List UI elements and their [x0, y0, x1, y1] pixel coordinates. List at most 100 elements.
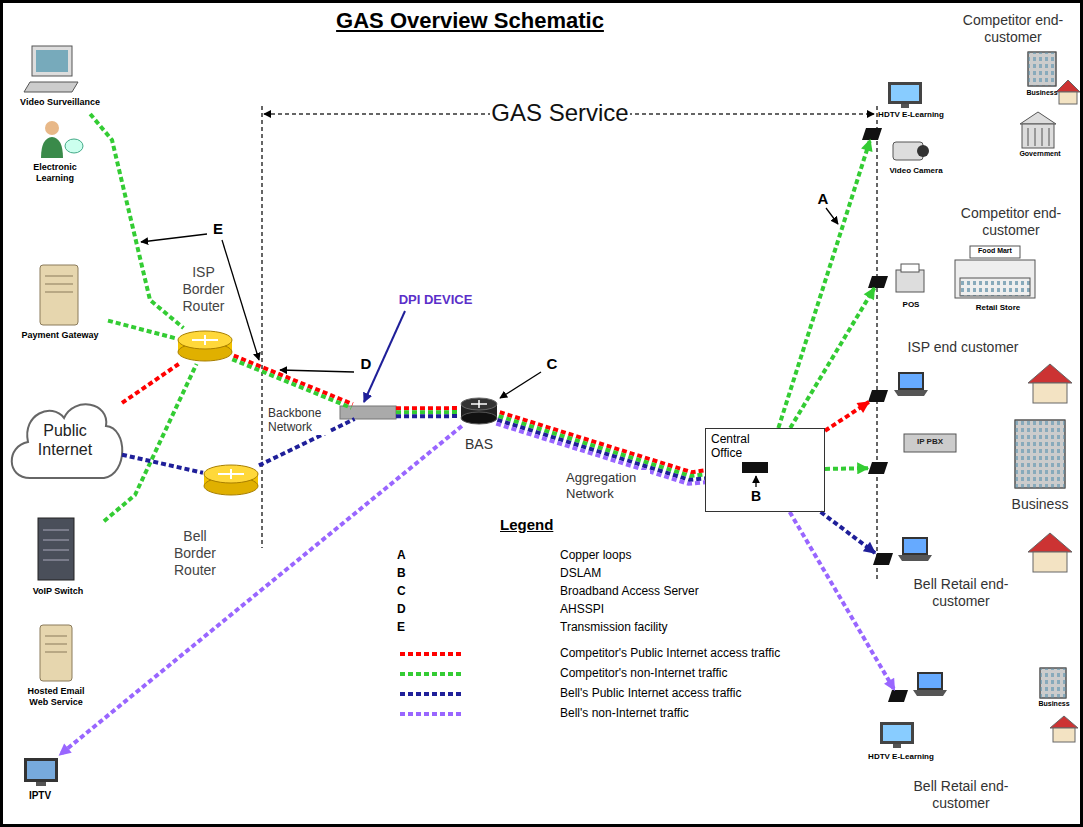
building-icon [1028, 128, 1049, 146]
legend-text: AHSSPI [560, 602, 800, 616]
node-label: VoIP Switch [12, 586, 104, 597]
laptop-icon [894, 390, 928, 396]
gas-service-bracket [261, 106, 263, 548]
callout-leader [500, 372, 541, 398]
central-office-box: Central Office [705, 428, 825, 512]
bas-router [471, 400, 487, 408]
laptop-icon [898, 372, 924, 390]
node-label: Government [1008, 150, 1072, 158]
hosted-email-box: Hosted Email Web Service [10, 622, 102, 718]
node-label: Bell Retail end-customer [905, 576, 1017, 610]
laptop-icon [902, 537, 928, 555]
house-icon [1053, 728, 1075, 742]
legend-key: E [397, 620, 413, 634]
network-label: Backbone Network [268, 406, 330, 435]
monitor-icon [891, 85, 919, 101]
legend-text: Transmission facility [560, 620, 800, 634]
retail-store [970, 246, 1020, 258]
laptop-icon [894, 372, 947, 696]
computer-icon [24, 46, 78, 92]
building-icon [1020, 112, 1056, 124]
monitor-icon [888, 82, 922, 104]
traffic-line [234, 356, 353, 405]
traffic-connector [122, 455, 203, 473]
monitor-icon [880, 722, 914, 744]
legend-swatch [400, 692, 462, 696]
computer-icon [36, 50, 68, 72]
legend-text: Bell's Public Internet access traffic [560, 686, 860, 700]
gas-service-bracket [262, 106, 877, 580]
legend-key: C [397, 584, 413, 598]
callout-letter: C [544, 355, 560, 373]
business-customer-box: IP PBXBusiness [868, 462, 888, 474]
traffic-connector [60, 426, 462, 755]
node-label: Business [1016, 89, 1068, 97]
house-icon [1056, 80, 1080, 92]
traffic-line [825, 402, 869, 431]
node-label: IPTV [14, 790, 66, 802]
iptv-box: IPTV [14, 755, 66, 787]
node-label: Video Camera [884, 166, 948, 176]
traffic-line [108, 321, 177, 339]
callout-letter: D [358, 355, 374, 373]
node-label: Competitor end-customer [952, 12, 1074, 46]
router-icon [218, 469, 244, 479]
pos-terminal [896, 264, 924, 292]
callout-letter: B [748, 488, 764, 505]
traffic-connector [122, 364, 179, 403]
legend-swatch [400, 652, 462, 656]
traffic-line [396, 410, 460, 414]
region-label: GAS Service [490, 99, 630, 128]
bas-router-box: BAS [460, 398, 498, 426]
traffic-connector [90, 114, 183, 328]
legend-heading: Legend [500, 516, 570, 534]
traffic-connector [821, 512, 875, 553]
building-icon [1040, 668, 1066, 698]
house-icon [1028, 364, 1072, 383]
traffic-line [821, 512, 875, 553]
dslam [742, 462, 768, 473]
retail-store [960, 278, 1030, 296]
legend-text: Competitor's non-Internet traffic [560, 666, 860, 680]
house-icon [1050, 716, 1078, 728]
node-label: Payment Gateway [12, 330, 108, 341]
router-icon [178, 331, 258, 495]
tv-icon [36, 782, 46, 786]
traffic-connector [790, 512, 895, 690]
traffic-line [104, 364, 197, 521]
legend-key: B [397, 566, 413, 580]
node-label: ISP Border Router [176, 264, 231, 314]
legend-text: DSLAM [560, 566, 800, 580]
building-icon [1028, 52, 1056, 86]
laptop-icon [900, 374, 922, 388]
traffic-connector [396, 408, 460, 416]
bell-retail-customer-box: HDTV E-LearningBusinessBell Retail end-c… [888, 690, 908, 702]
video-surveillance-box: Video Surveillance [12, 42, 108, 114]
router-icon [178, 331, 232, 349]
laptop-icon [898, 555, 932, 561]
laptop-icon [919, 674, 941, 688]
computer-icon [32, 46, 72, 76]
building-icon [1015, 420, 1065, 488]
node-label: IP PBX [906, 437, 954, 447]
pos-terminal [896, 270, 924, 292]
node-label: Food Mart [970, 247, 1020, 255]
bas-router [461, 398, 497, 410]
competitor-customer-box: Competitor end-customerHDTV E-LearningVi… [862, 128, 882, 140]
house-icon [1033, 383, 1067, 403]
node-label: Electronic Learning [22, 162, 88, 184]
building-icon [1040, 668, 1066, 698]
house-icon [1028, 80, 1080, 742]
node-label: Video Surveillance [12, 97, 108, 108]
traffic-connector [108, 321, 177, 339]
dpi-device [340, 406, 396, 419]
monitor-icon [880, 82, 922, 748]
traffic-line [396, 414, 460, 418]
traffic-line [232, 359, 351, 408]
callout-letter: A [815, 190, 831, 208]
node-label: Bell Retail end-customer [905, 778, 1017, 812]
traffic-line [825, 466, 868, 471]
server-icon [40, 625, 72, 681]
node-label: ISP end customer [893, 339, 1033, 356]
